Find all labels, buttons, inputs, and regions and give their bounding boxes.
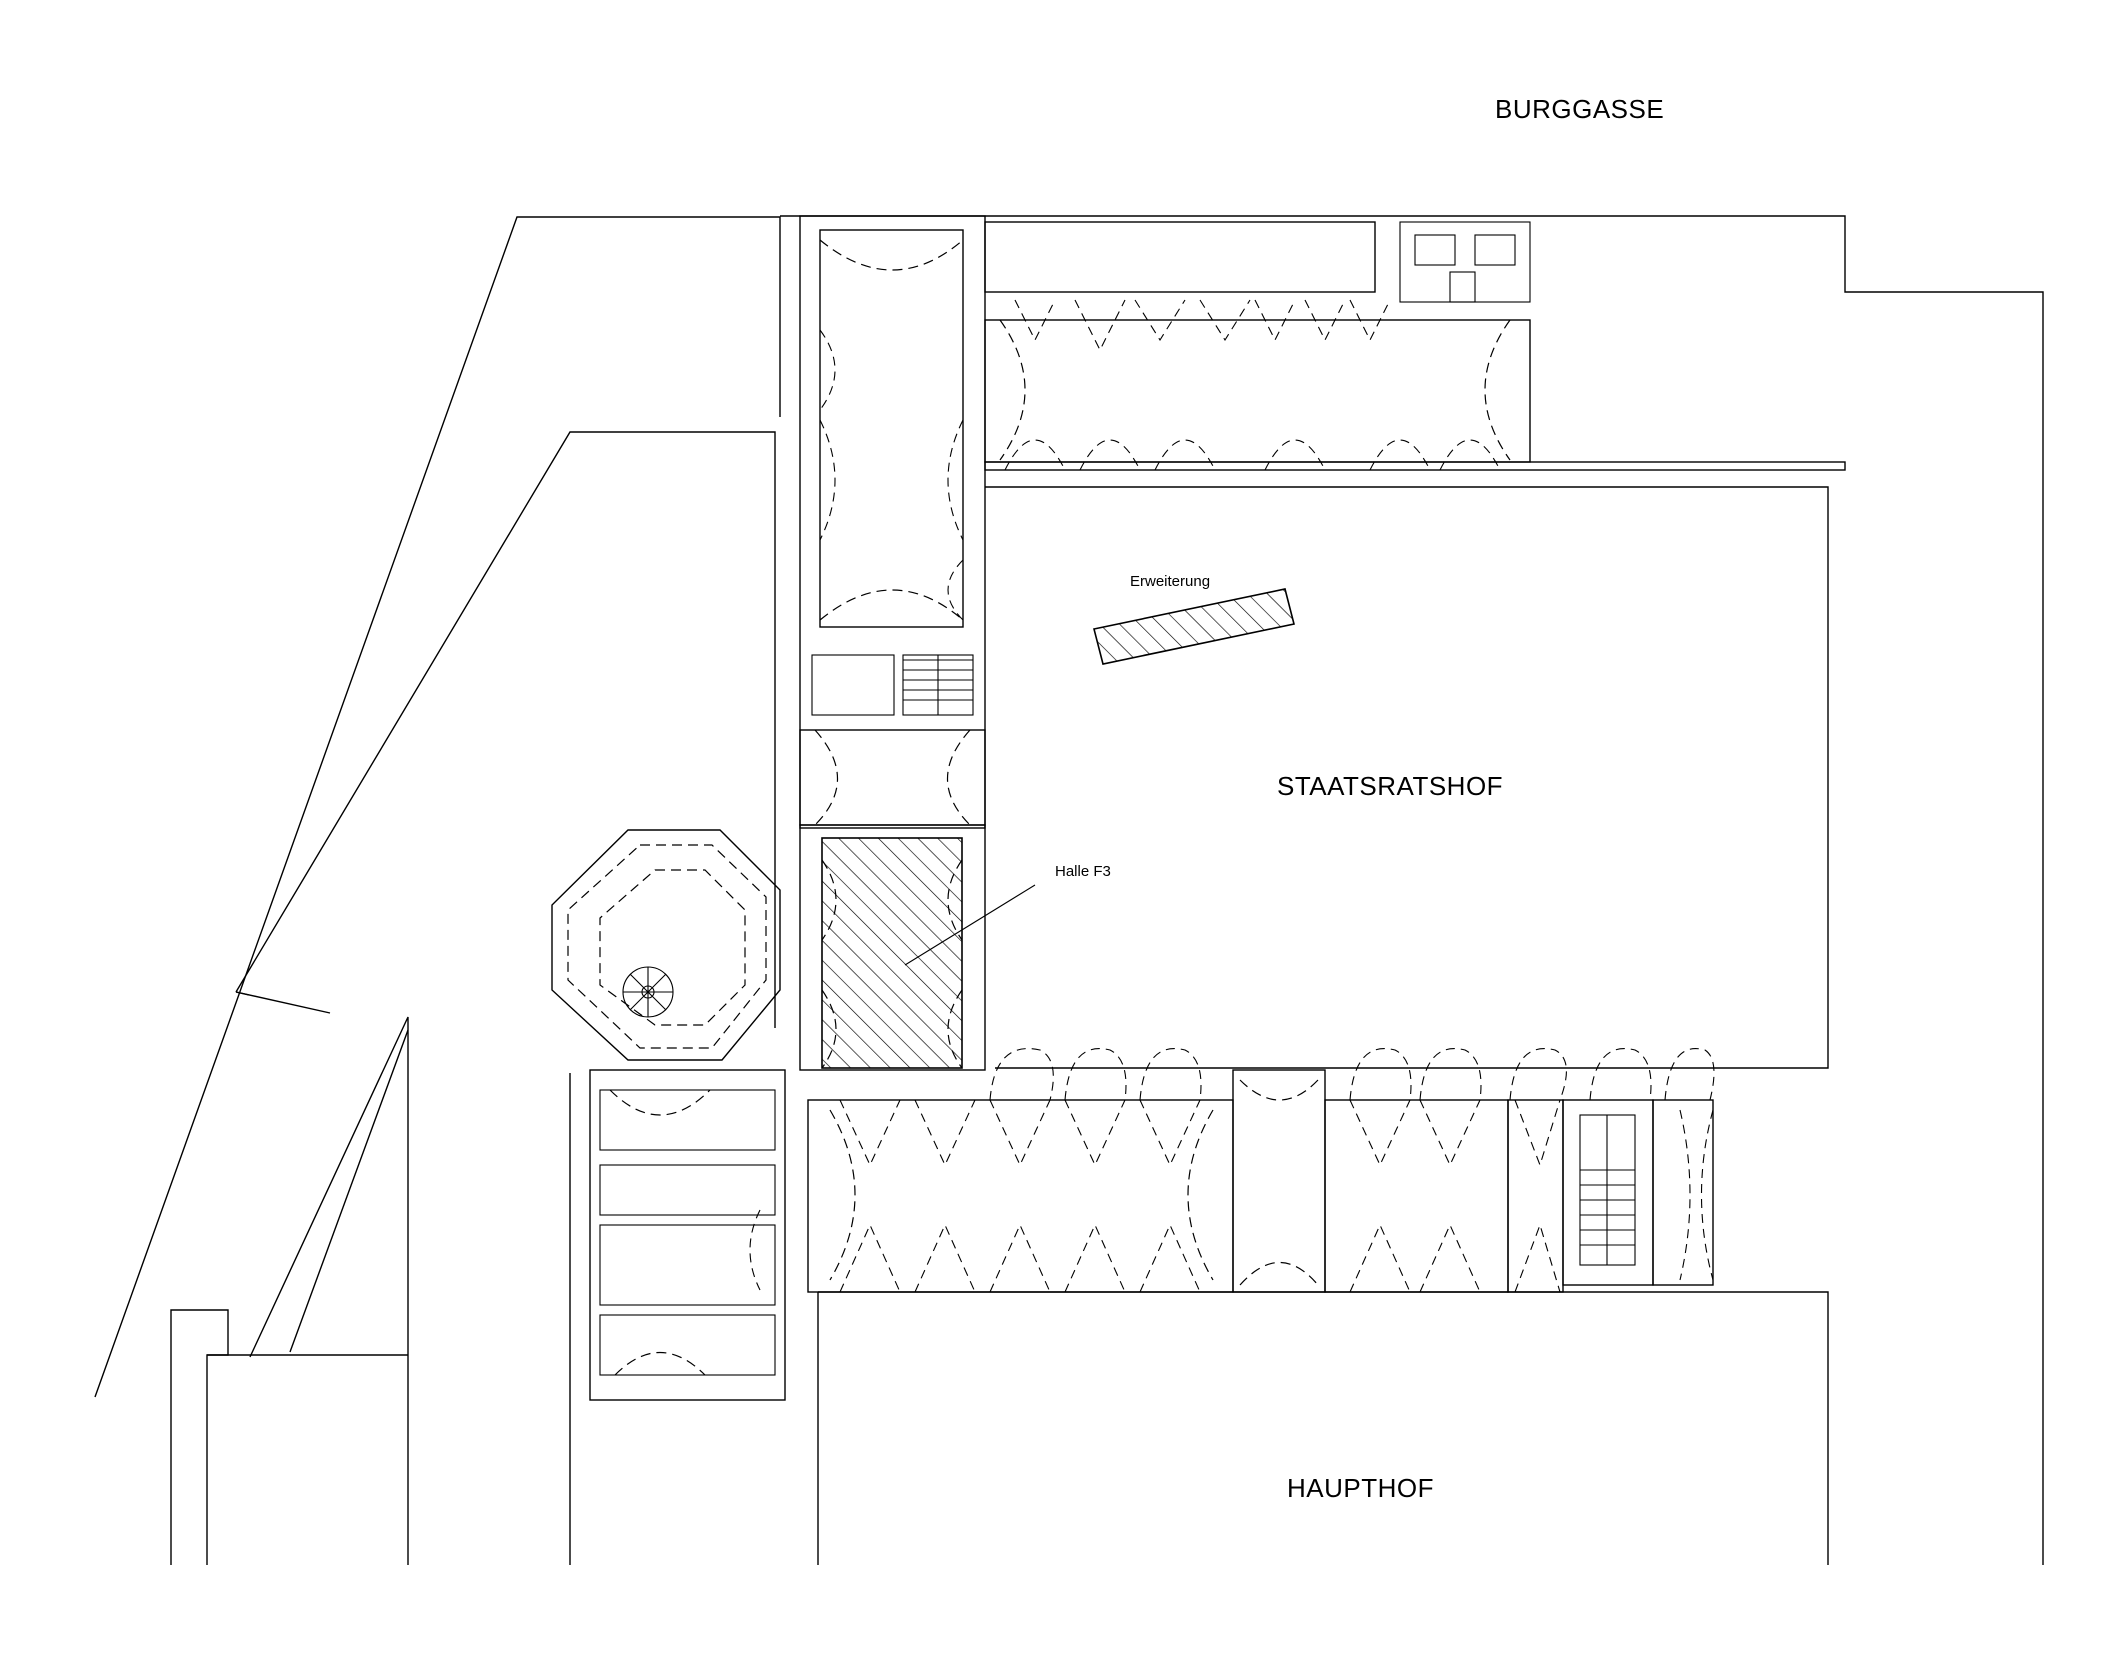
label-staatsratshof: STAATSRATSHOF	[1277, 771, 1503, 801]
site-outline	[94, 215, 2044, 1565]
north-corridor-wing	[799, 215, 986, 829]
south-west-rooms	[589, 1069, 786, 1401]
label-haupthof: HAUPTHOF	[1287, 1473, 1434, 1503]
label-erweiterung: Erweiterung	[1130, 573, 1210, 590]
label-halle-f3: Halle F3	[1055, 863, 1111, 880]
staatsratshof-courtyard	[985, 486, 1829, 1069]
north-east-stair-block	[1399, 221, 1531, 303]
label-burggasse: BURGGASSE	[1495, 94, 1664, 124]
octagonal-tower	[551, 829, 781, 1061]
south-wing	[807, 1048, 1715, 1293]
erweiterung-extension	[1093, 588, 1295, 665]
halle-f3	[799, 824, 1036, 1071]
north-hall	[984, 221, 1846, 471]
